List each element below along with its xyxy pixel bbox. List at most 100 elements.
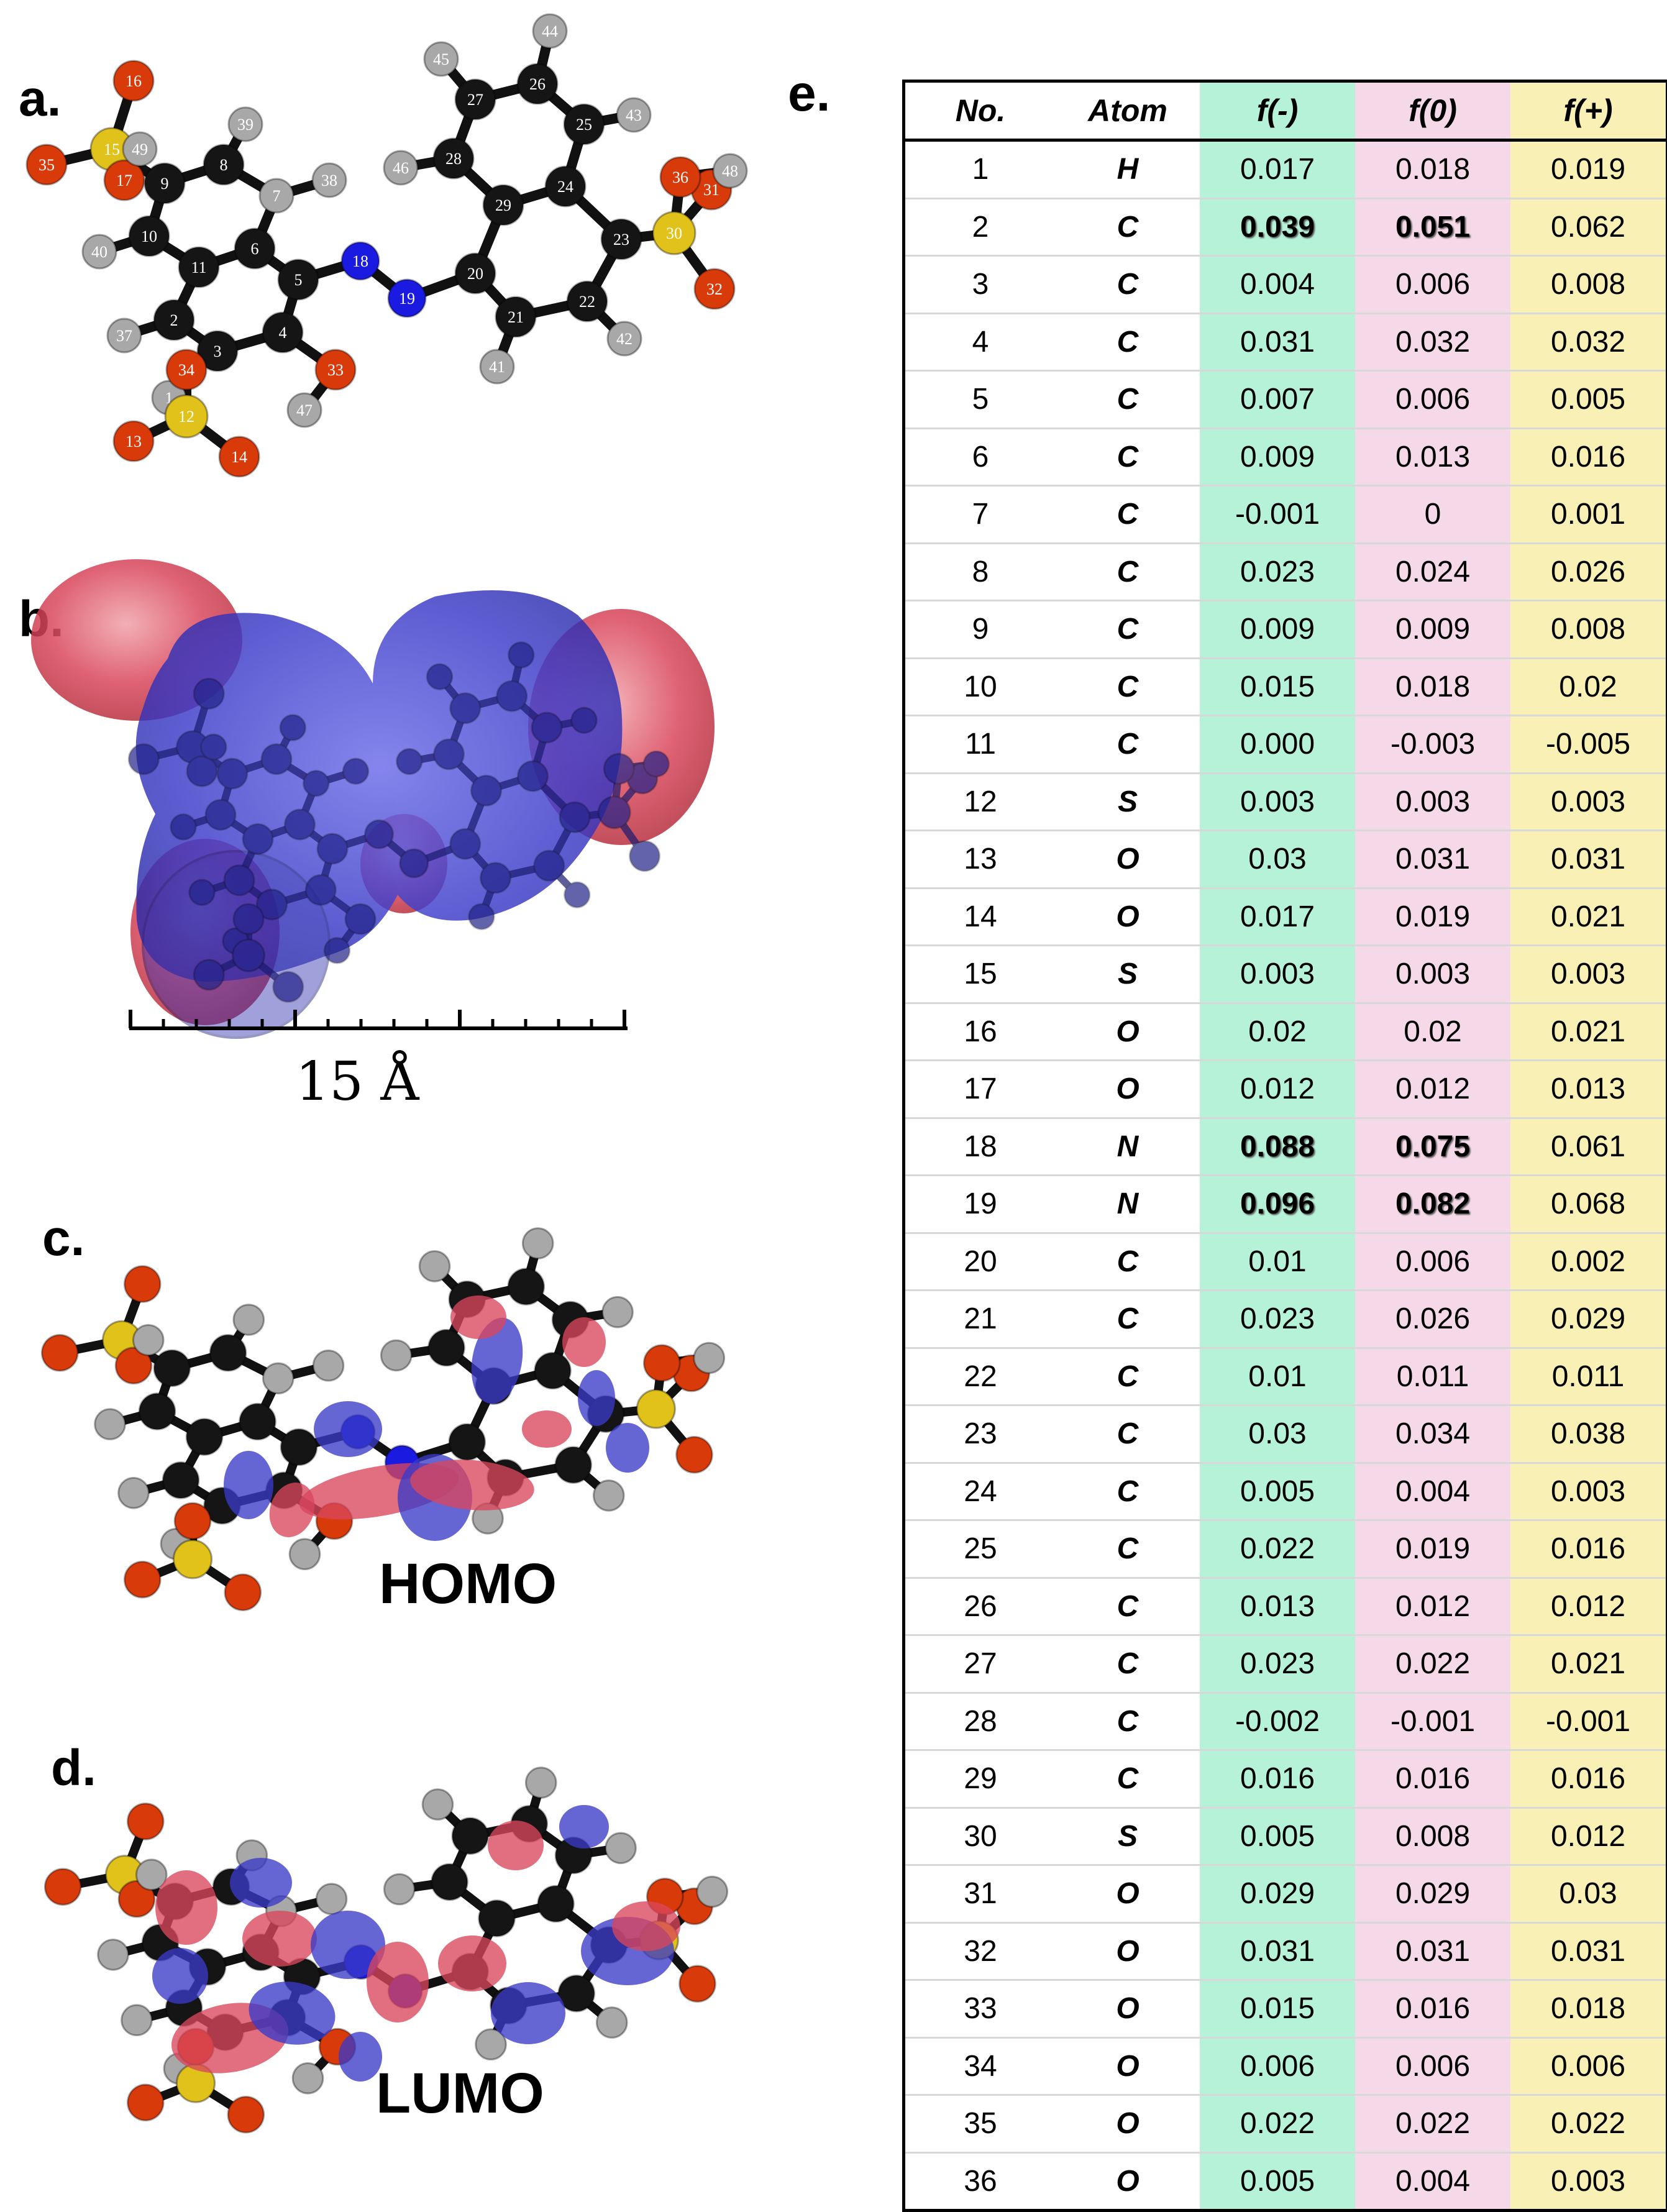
- table-cell: 3: [904, 256, 1056, 314]
- atom: [127, 1804, 163, 1840]
- negative-orbital-lobe: [242, 1911, 317, 1967]
- atom: [472, 775, 501, 805]
- table-cell: 0.011: [1510, 1348, 1667, 1405]
- table-cell: 0.082: [1355, 1176, 1510, 1233]
- table-cell: 0.051: [1355, 198, 1510, 256]
- table-cell: 0.031: [1510, 1922, 1667, 1980]
- table-cell: -0.005: [1510, 716, 1667, 774]
- panel-label-e: e.: [788, 68, 830, 119]
- table-cell: 6: [904, 428, 1056, 486]
- table-cell: 17: [904, 1061, 1056, 1118]
- atom-number-label: 2: [170, 311, 178, 329]
- atom: [593, 1481, 624, 1511]
- atom-number-label: 14: [231, 448, 247, 466]
- table-cell: C: [1056, 1578, 1200, 1635]
- table-cell: 0.021: [1510, 1635, 1667, 1693]
- table-cell: 0.000: [1200, 716, 1355, 774]
- atom: [422, 1789, 453, 1820]
- atom: [234, 1305, 264, 1335]
- table-cell: 0.023: [1200, 1291, 1355, 1348]
- atom-number-label: 35: [39, 156, 55, 174]
- table-cell: O: [1056, 1922, 1200, 1980]
- table-cell: C: [1056, 1635, 1200, 1693]
- table-cell: 0.006: [1355, 256, 1510, 314]
- atom: [173, 1540, 211, 1578]
- table-cell: C: [1056, 371, 1200, 429]
- atom: [234, 904, 263, 934]
- table-cell: C: [1056, 1233, 1200, 1291]
- atom: [124, 1266, 160, 1302]
- atom: [290, 1539, 320, 1570]
- atom: [343, 759, 368, 784]
- atom: [432, 1864, 468, 1900]
- table-cell: 0.016: [1200, 1750, 1355, 1808]
- atom: [285, 810, 315, 839]
- table-cell: -0.001: [1355, 1693, 1510, 1750]
- atom-number-label: 41: [489, 358, 505, 376]
- atom-number-label: 4: [279, 324, 287, 342]
- table-cell: 5: [904, 371, 1056, 429]
- table-cell: 0.022: [1355, 1635, 1510, 1693]
- table-cell: 0.012: [1510, 1578, 1667, 1635]
- table-cell: S: [1056, 773, 1200, 831]
- table-cell: 0.021: [1510, 1003, 1667, 1061]
- atom: [154, 1350, 190, 1386]
- atom: [509, 642, 534, 668]
- atom-number-label: 18: [352, 252, 368, 270]
- table-cell: 0.016: [1355, 1750, 1510, 1808]
- atom: [538, 1886, 574, 1922]
- table-cell: 32: [904, 1922, 1056, 1980]
- table-cell: 0.003: [1355, 773, 1510, 831]
- table-cell: 23: [904, 1405, 1056, 1463]
- table-cell: 29: [904, 1750, 1056, 1808]
- table-cell: C: [1056, 1693, 1200, 1750]
- atom: [469, 904, 495, 930]
- table-cell: S: [1056, 946, 1200, 1003]
- atom-number-label: 45: [433, 50, 449, 68]
- table-cell: 0.003: [1510, 773, 1667, 831]
- table-cell: 0.019: [1510, 140, 1667, 199]
- table-cell: C: [1056, 198, 1200, 256]
- atom-number-label: 40: [91, 243, 107, 261]
- table-cell: 0.016: [1510, 1750, 1667, 1808]
- atom: [637, 1390, 675, 1428]
- table-cell: C: [1056, 486, 1200, 544]
- atom-number-label: 49: [132, 140, 148, 158]
- table-cell: N: [1056, 1176, 1200, 1233]
- table-cell: 30: [904, 1808, 1056, 1865]
- atom: [560, 802, 590, 832]
- atom: [98, 1940, 129, 1970]
- table-cell: 0.026: [1355, 1291, 1510, 1348]
- table-cell: 24: [904, 1463, 1056, 1520]
- atom-number-label: 32: [706, 280, 723, 298]
- table-cell: 0.003: [1510, 1463, 1667, 1520]
- atom: [206, 800, 235, 830]
- atom: [127, 2085, 163, 2121]
- atom: [365, 820, 393, 848]
- header-f-minus: f(-): [1200, 81, 1355, 140]
- atom: [449, 1424, 485, 1460]
- table-cell: 19: [904, 1176, 1056, 1233]
- atom: [508, 1269, 544, 1305]
- table-cell: 0.031: [1355, 831, 1510, 889]
- atom: [555, 1447, 591, 1483]
- negative-orbital-lobe: [367, 1942, 429, 2022]
- table-cell: 31: [904, 1865, 1056, 1923]
- density-surface-figure: 15 Å: [0, 547, 783, 1118]
- table-cell: 9: [904, 601, 1056, 659]
- table-cell: 0.006: [1510, 2037, 1667, 2095]
- table-cell: 0.075: [1355, 1118, 1510, 1176]
- table-cell: H: [1056, 140, 1200, 199]
- table-cell: 0.007: [1200, 371, 1355, 429]
- atom: [697, 1876, 728, 1907]
- table-cell: 0.022: [1200, 2095, 1355, 2153]
- table-cell: O: [1056, 1865, 1200, 1923]
- atom-number-label: 42: [616, 330, 633, 348]
